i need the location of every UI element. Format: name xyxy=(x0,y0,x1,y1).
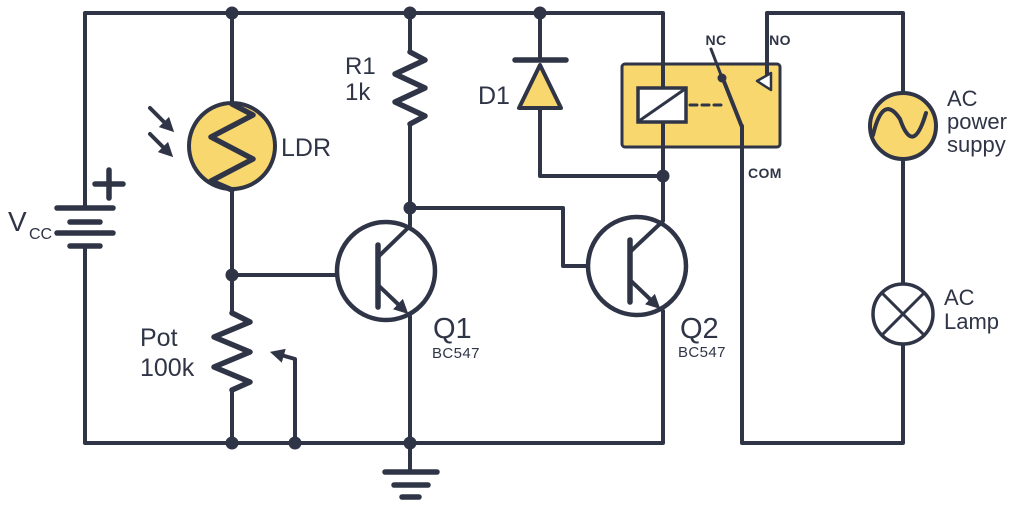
d1-label: D1 xyxy=(478,82,510,110)
ac-supply-label-line2: power xyxy=(947,109,1007,134)
resistor-r1: R1 1k xyxy=(345,49,428,127)
junction-dot xyxy=(225,6,239,20)
junction-dot xyxy=(225,436,239,450)
vcc-subscript-label: CC xyxy=(29,226,52,243)
junction-dot xyxy=(225,268,239,282)
ac-lamp-label-line2: Lamp xyxy=(944,309,999,334)
battery-symbol: V CC xyxy=(8,167,126,249)
ldr-symbol: LDR xyxy=(148,101,331,193)
pot-wiper-wire xyxy=(269,348,297,445)
ground-symbol xyxy=(382,441,440,500)
pot-value-label: 100k xyxy=(140,354,195,382)
ac-supply-label-line1: AC xyxy=(947,86,978,111)
nc-label: NC xyxy=(705,32,726,48)
junction-dot xyxy=(533,6,547,20)
junction-dot xyxy=(403,6,417,20)
light-arrow-icon xyxy=(148,132,174,158)
emitter-arrow-icon xyxy=(628,278,661,309)
com-to-lamp-wire xyxy=(740,124,905,445)
wiring xyxy=(83,11,905,445)
no-label: NO xyxy=(769,32,791,48)
emitter-arrow-icon xyxy=(376,283,409,314)
ac-lamp-label-line1: AC xyxy=(944,285,975,310)
junction-dot xyxy=(288,436,302,450)
ac-power-supply: AC power suppy xyxy=(868,86,1007,161)
junction-dot xyxy=(403,436,417,450)
ac-lamp: AC Lamp xyxy=(871,282,999,346)
light-arrow-icon xyxy=(148,106,175,133)
q2-part-label: BC547 xyxy=(678,344,726,361)
transistor-q2: Q2 BC547 xyxy=(585,176,726,361)
diode-d1: D1 xyxy=(478,57,569,110)
d1-bottom-wire xyxy=(538,105,663,178)
junction-dot xyxy=(656,169,670,183)
relay: NC NO COM xyxy=(636,32,791,181)
relay-nc-lead xyxy=(709,47,723,77)
relay-no-contact xyxy=(755,71,773,92)
com-label: COM xyxy=(748,165,782,181)
potentiometer: Pot 100k xyxy=(140,310,253,393)
sine-wave-icon xyxy=(871,107,928,139)
q1-part-label: BC547 xyxy=(432,345,480,362)
junction-dot xyxy=(403,201,417,215)
r1-value-label: 1k xyxy=(345,79,371,106)
ldr-label: LDR xyxy=(281,134,331,162)
junction-dots xyxy=(225,6,670,450)
no-to-supply-wire xyxy=(765,11,905,96)
r1-label: R1 xyxy=(345,53,376,80)
relay-switch-arm xyxy=(721,77,744,129)
ac-supply-label-line3: suppy xyxy=(947,132,1006,157)
vcc-label: V xyxy=(8,206,27,237)
lamp-cross-icon xyxy=(880,291,926,337)
bottom-rail-wire xyxy=(83,244,665,445)
pot-label: Pot xyxy=(140,324,178,352)
q1-label: Q1 xyxy=(433,313,472,345)
q2-label: Q2 xyxy=(680,313,719,345)
